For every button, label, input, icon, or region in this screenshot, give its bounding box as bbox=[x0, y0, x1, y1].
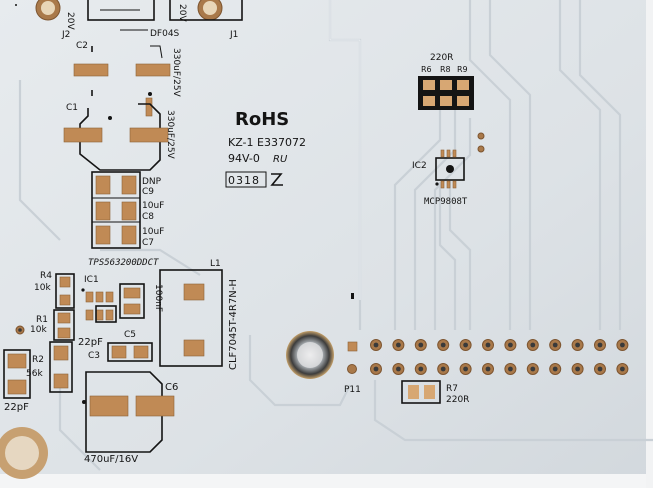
r2-value: 56k bbox=[26, 369, 43, 379]
mounting-hole-center bbox=[286, 331, 334, 379]
header-pin-hole bbox=[508, 366, 513, 372]
header-pin-hole bbox=[530, 366, 536, 372]
header-pin-hole bbox=[620, 342, 625, 348]
connector-j2: 20V J2 bbox=[35, 0, 155, 40]
compliance-marking: RoHS KZ-1 E337072 94V-0 RU 0318 bbox=[225, 109, 306, 188]
header-p11 bbox=[347, 339, 629, 375]
header-pin-hole bbox=[440, 342, 446, 348]
header-pin-hole bbox=[396, 342, 401, 348]
header-pin-hole bbox=[575, 342, 580, 348]
r7-label: R7 bbox=[446, 384, 458, 394]
bridge-rectifier-label: DF04S bbox=[150, 29, 180, 39]
header-pin-hole bbox=[552, 366, 558, 372]
c9-label: C9 bbox=[142, 187, 154, 197]
cap-22pf-mid-label: 22pF bbox=[78, 337, 103, 348]
flame-rating: 94V-0 bbox=[228, 152, 260, 165]
r1-value: 10k bbox=[30, 325, 47, 335]
photo-edge-right bbox=[646, 0, 653, 488]
r4-label: R4 bbox=[40, 271, 52, 281]
header-pin-hole bbox=[530, 342, 536, 348]
r8-label: R8 bbox=[440, 65, 451, 74]
c8-label: C8 bbox=[142, 212, 154, 222]
c8-value: 10uF bbox=[142, 201, 164, 211]
ic2-label: IC2 bbox=[412, 161, 427, 171]
date-code: 0318 bbox=[228, 174, 260, 187]
header-pin-hole bbox=[552, 342, 558, 348]
ic2-part-number: MCP9808T bbox=[424, 197, 468, 207]
header-pin-hole bbox=[463, 366, 468, 372]
capacitor-stack: DNP C9 10uF C8 10uF C7 bbox=[91, 171, 164, 249]
c7-value: 10uF bbox=[142, 227, 164, 237]
r9-label: R9 bbox=[457, 65, 468, 74]
j2-label: J2 bbox=[61, 30, 70, 40]
header-pin-hole bbox=[575, 366, 580, 372]
capacitor-c2: C2 330uF/25V bbox=[73, 41, 181, 117]
connector-j1: 20V J1 bbox=[169, 0, 243, 40]
header-pin-hole bbox=[396, 366, 401, 372]
ic1-label: IC1 bbox=[84, 275, 99, 285]
ul-recognized-mark: RU bbox=[273, 154, 288, 165]
c2-value-label: 330uF/25V bbox=[171, 48, 181, 98]
c2-label: C2 bbox=[76, 41, 88, 51]
c1-label: C1 bbox=[66, 103, 78, 113]
c5-label: C5 bbox=[124, 330, 136, 340]
header-pin-hole bbox=[418, 366, 424, 372]
resistor-array-value: 220R bbox=[430, 53, 453, 63]
header-pin-hole bbox=[485, 366, 491, 372]
resistor-r7: R7 220R bbox=[401, 380, 469, 405]
j1-voltage-label: 20V bbox=[177, 4, 187, 22]
header-pin-hole bbox=[373, 366, 379, 372]
header-pin-hole bbox=[597, 342, 603, 348]
header-pin-hole bbox=[597, 366, 603, 372]
l1-label: L1 bbox=[210, 259, 221, 269]
c6-value: 470uF/16V bbox=[84, 454, 138, 465]
ul-file-code: KZ-1 E337072 bbox=[228, 136, 306, 149]
regulator-part-number: TPS563200DDCT bbox=[88, 258, 159, 268]
regulator-region: TPS563200DDCT IC1 100nF R4 10k R1 10k R2… bbox=[3, 258, 163, 413]
j1-label: J1 bbox=[229, 30, 238, 40]
r2-label: R2 bbox=[32, 355, 44, 365]
rohs-label: RoHS bbox=[235, 109, 289, 130]
c6-label: C6 bbox=[165, 382, 178, 393]
l1-part-number: CLF7045T-4R7N-H bbox=[228, 279, 239, 370]
r7-value: 220R bbox=[446, 395, 469, 405]
inductor-l1: L1 CLF7045T-4R7N-H bbox=[159, 259, 239, 370]
capacitor-c6: C6 470uF/16V bbox=[82, 371, 178, 465]
photo-edge-bottom bbox=[0, 474, 653, 488]
j2-voltage-label: 20V bbox=[65, 12, 75, 30]
r1-label: R1 bbox=[36, 315, 48, 325]
p11-label: P11 bbox=[344, 385, 361, 395]
bootstrap-cap-value: 100nF bbox=[153, 284, 163, 312]
resistor-array: 220R R6 R8 R9 bbox=[418, 53, 485, 153]
header-pin-hole bbox=[485, 342, 491, 348]
header-pin-hole bbox=[463, 342, 468, 348]
board-traces bbox=[18, 0, 653, 471]
temperature-sensor-ic2: IC2 MCP9808T bbox=[412, 149, 468, 207]
r4-value: 10k bbox=[34, 283, 51, 293]
r6-label: R6 bbox=[421, 65, 432, 74]
c3-label: C3 bbox=[88, 351, 100, 361]
header-pin bbox=[347, 364, 357, 374]
header-pin-hole bbox=[418, 342, 424, 348]
header-pin-hole bbox=[508, 342, 513, 348]
mounting-hole-bottom-left bbox=[0, 427, 48, 479]
header-pin-hole bbox=[620, 366, 625, 372]
header-pin-hole bbox=[373, 342, 379, 348]
header-pin-hole bbox=[440, 366, 446, 372]
c9-value: DNP bbox=[142, 177, 162, 187]
cap-22pf-left-label: 22pF bbox=[4, 402, 29, 413]
c1-value-label: 330uF/25V bbox=[165, 110, 175, 160]
capacitor-c1: C1 330uF/25V bbox=[63, 103, 175, 171]
c7-label: C7 bbox=[142, 238, 154, 248]
